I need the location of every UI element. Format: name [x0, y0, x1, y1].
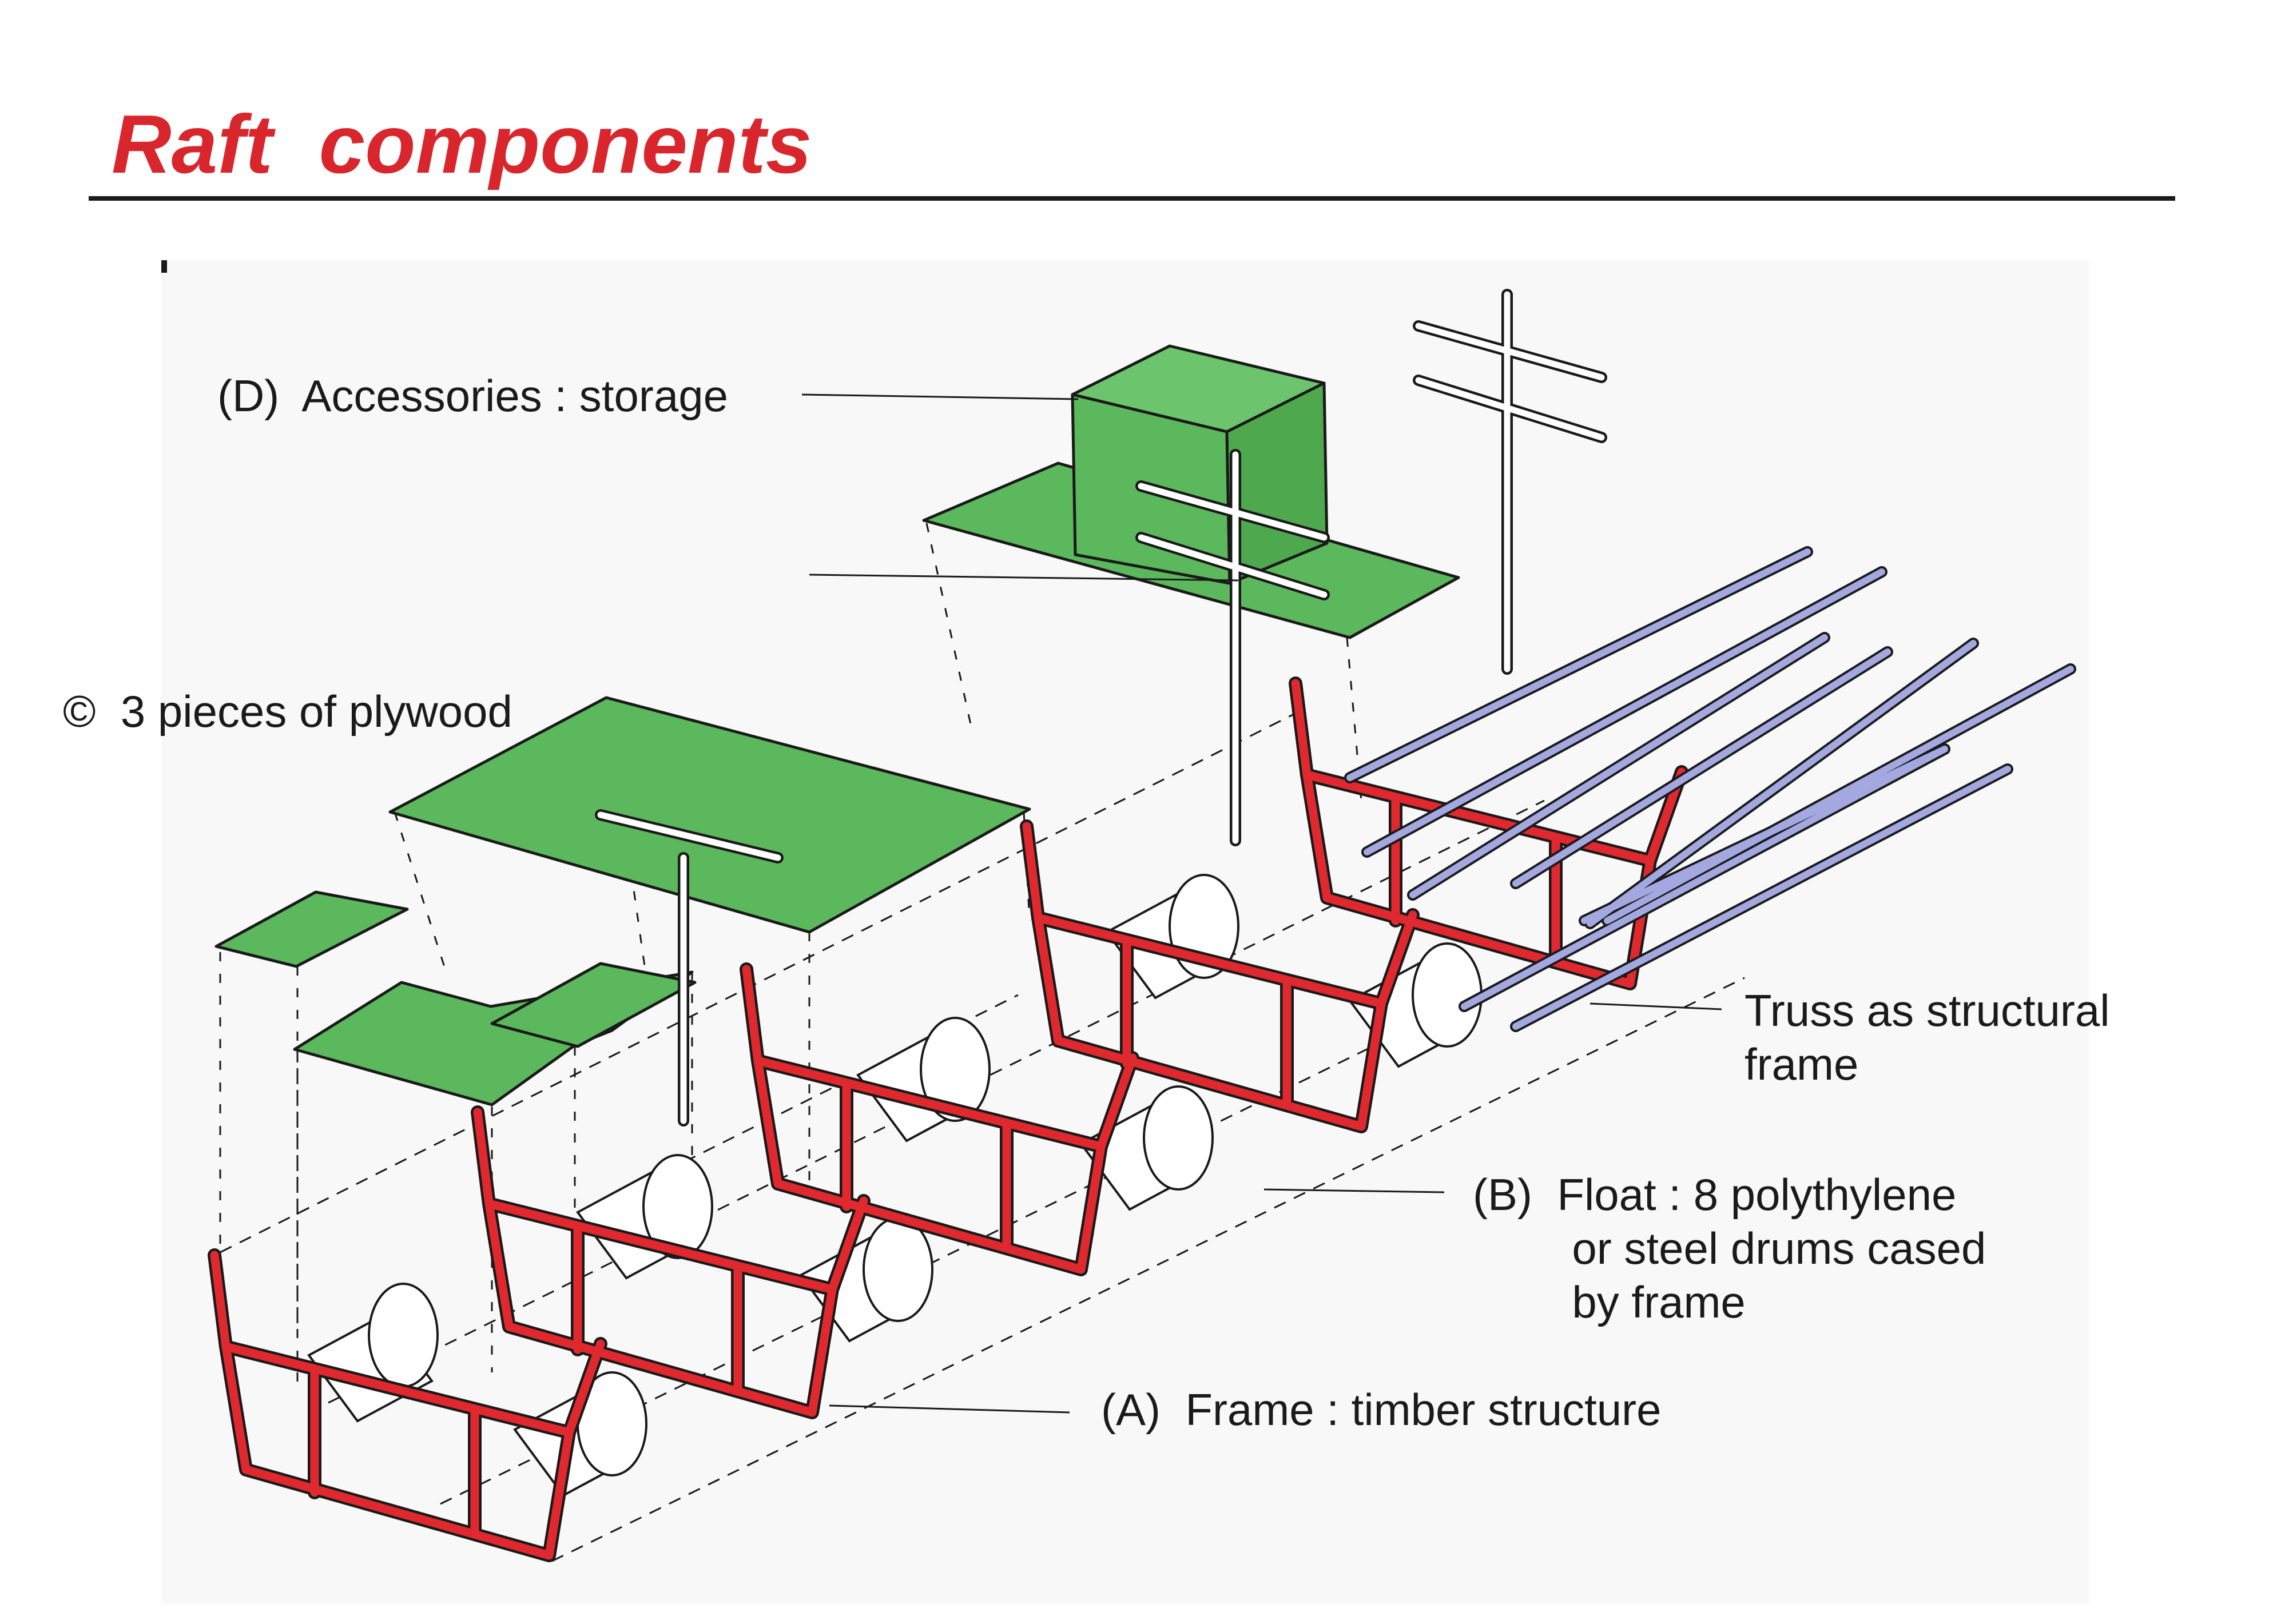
- posts-fill: [597, 291, 1605, 1124]
- label-frame: (A) Frame : timber structure: [1101, 1384, 1662, 1435]
- truss-beams-fill: [1346, 548, 2074, 1030]
- panel-corner-mark: [161, 260, 167, 273]
- page-title: Raft components: [112, 98, 812, 190]
- drum-4: [799, 1217, 933, 1343]
- label-plywood: © 3 pieces of plywood: [63, 686, 512, 737]
- label-accessories: (D) Accessories : storage: [217, 371, 728, 421]
- plywood-small: [214, 890, 409, 968]
- plywood-step: [490, 962, 697, 1048]
- leader-lines: [801, 393, 1722, 1414]
- title-underline: [89, 196, 2175, 201]
- plywood-large: [388, 696, 1031, 934]
- timber-frames-fill: [210, 679, 1686, 1560]
- label-truss: Truss as structural frame: [1744, 985, 2110, 1089]
- label-float: (B) Float : 8 polythylene or steel drums…: [1473, 1169, 1986, 1327]
- storage-box: [1071, 344, 1329, 585]
